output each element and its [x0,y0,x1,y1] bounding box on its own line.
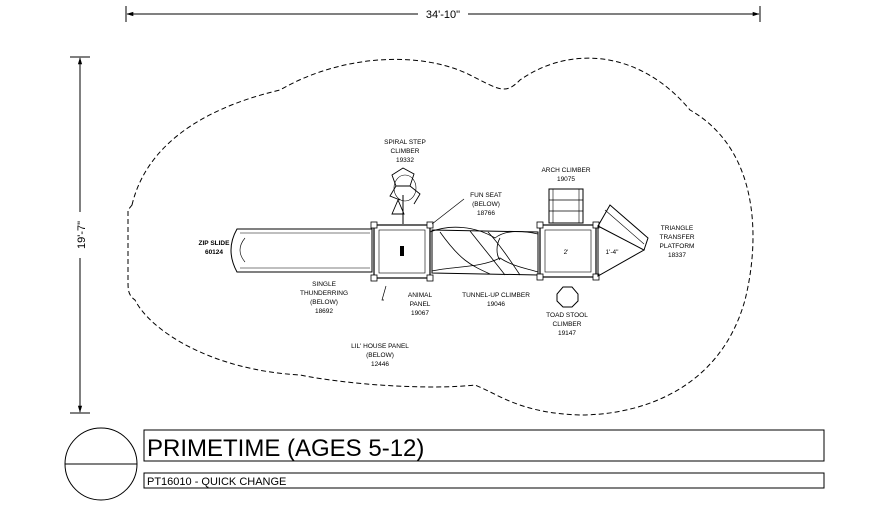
zip-slide-line1: ZIP SLIDE [199,240,231,247]
width-dimension: 34'-10" [125,6,761,22]
label-spiral-step-climber: SPIRAL STEP CLIMBER 19332 [384,139,426,164]
tunnel-up-climber-line2: 19046 [487,301,505,308]
label-triangle-transfer-platform: TRIANGLE TRANSFER PLATFORM 18337 [659,225,694,259]
spiral-step-climber-line1: SPIRAL STEP [384,139,426,146]
label-arch-climber: ARCH CLIMBER 19075 [541,167,590,183]
triangle-transfer-platform: 1'-4" [597,204,649,277]
triangle-platform-line3: PLATFORM [660,243,695,250]
animal-panel-line2: PANEL [410,301,431,308]
label-single-thunderring: SINGLE THUNDERRING (BELOW) 18692 [300,281,348,315]
label-tunnel-up-climber: TUNNEL-UP CLIMBER 19046 [462,292,530,308]
tunnel-up-climber [429,226,539,276]
title-text: PRIMETIME (AGES 5-12) [147,435,424,462]
arch-climber [548,188,584,224]
tunnel-up-climber-line1: TUNNEL-UP CLIMBER [462,292,530,299]
height-dimension-label: 19'-7" [76,221,88,249]
use-zone-boundary [127,57,754,416]
zip-slide [230,228,373,273]
fun-seat-line2: (BELOW) [472,201,500,208]
single-thunderring-line3: (BELOW) [310,299,338,306]
animal-panel-line3: 19067 [411,310,429,317]
toad-stool-climber-line3: 19147 [558,330,576,337]
deck-height-2ft: 2' [564,249,569,256]
lil-house-panel-line3: 12446 [371,361,389,368]
triangle-platform-line4: 18337 [668,252,686,259]
triangle-platform-line1: TRIANGLE [661,225,694,232]
arch-climber-line2: 19075 [557,176,575,183]
second-deck: 2' [536,221,600,281]
label-toad-stool-climber: TOAD STOOL CLIMBER 19147 [546,312,588,337]
zip-slide-line2: 60124 [205,249,223,256]
leader-lines [381,198,465,301]
lil-house-panel-line2: (BELOW) [366,352,394,359]
height-dimension: 19'-7" [70,56,90,414]
toad-stool-climber [556,286,579,308]
lil-house-panel-line1: LIL' HOUSE PANEL [351,343,409,350]
spiral-step-climber-line3: 19332 [396,157,414,164]
title-block: PRIMETIME (AGES 5-12) PT16010 - QUICK CH… [64,427,825,501]
spiral-step-climber [389,167,421,224]
toad-stool-climber-line1: TOAD STOOL [546,312,588,319]
label-zip-slide: ZIP SLIDE 60124 [199,240,231,256]
width-dimension-label: 34'-10" [426,9,460,21]
single-thunderring-line4: 18692 [315,308,333,315]
arch-climber-line1: ARCH CLIMBER [541,167,590,174]
label-animal-panel: ANIMAL PANEL 19067 [408,292,433,317]
single-thunderring-line2: THUNDERRING [300,290,348,297]
label-lil-house-panel: LIL' HOUSE PANEL (BELOW) 12446 [351,343,409,368]
subtitle-text: PT16010 - QUICK CHANGE [147,476,286,488]
spiral-step-climber-line2: CLIMBER [391,148,420,155]
toad-stool-climber-line2: CLIMBER [553,321,582,328]
deck-height-1ft4in: 1'-4" [606,249,620,256]
main-deck [370,221,434,282]
animal-panel-line1: ANIMAL [408,292,433,299]
label-fun-seat: FUN SEAT (BELOW) 18766 [470,192,502,217]
fun-seat-line3: 18766 [477,210,495,217]
triangle-platform-line2: TRANSFER [659,234,694,241]
fun-seat-line1: FUN SEAT [470,192,502,199]
single-thunderring-line1: SINGLE [312,281,337,288]
